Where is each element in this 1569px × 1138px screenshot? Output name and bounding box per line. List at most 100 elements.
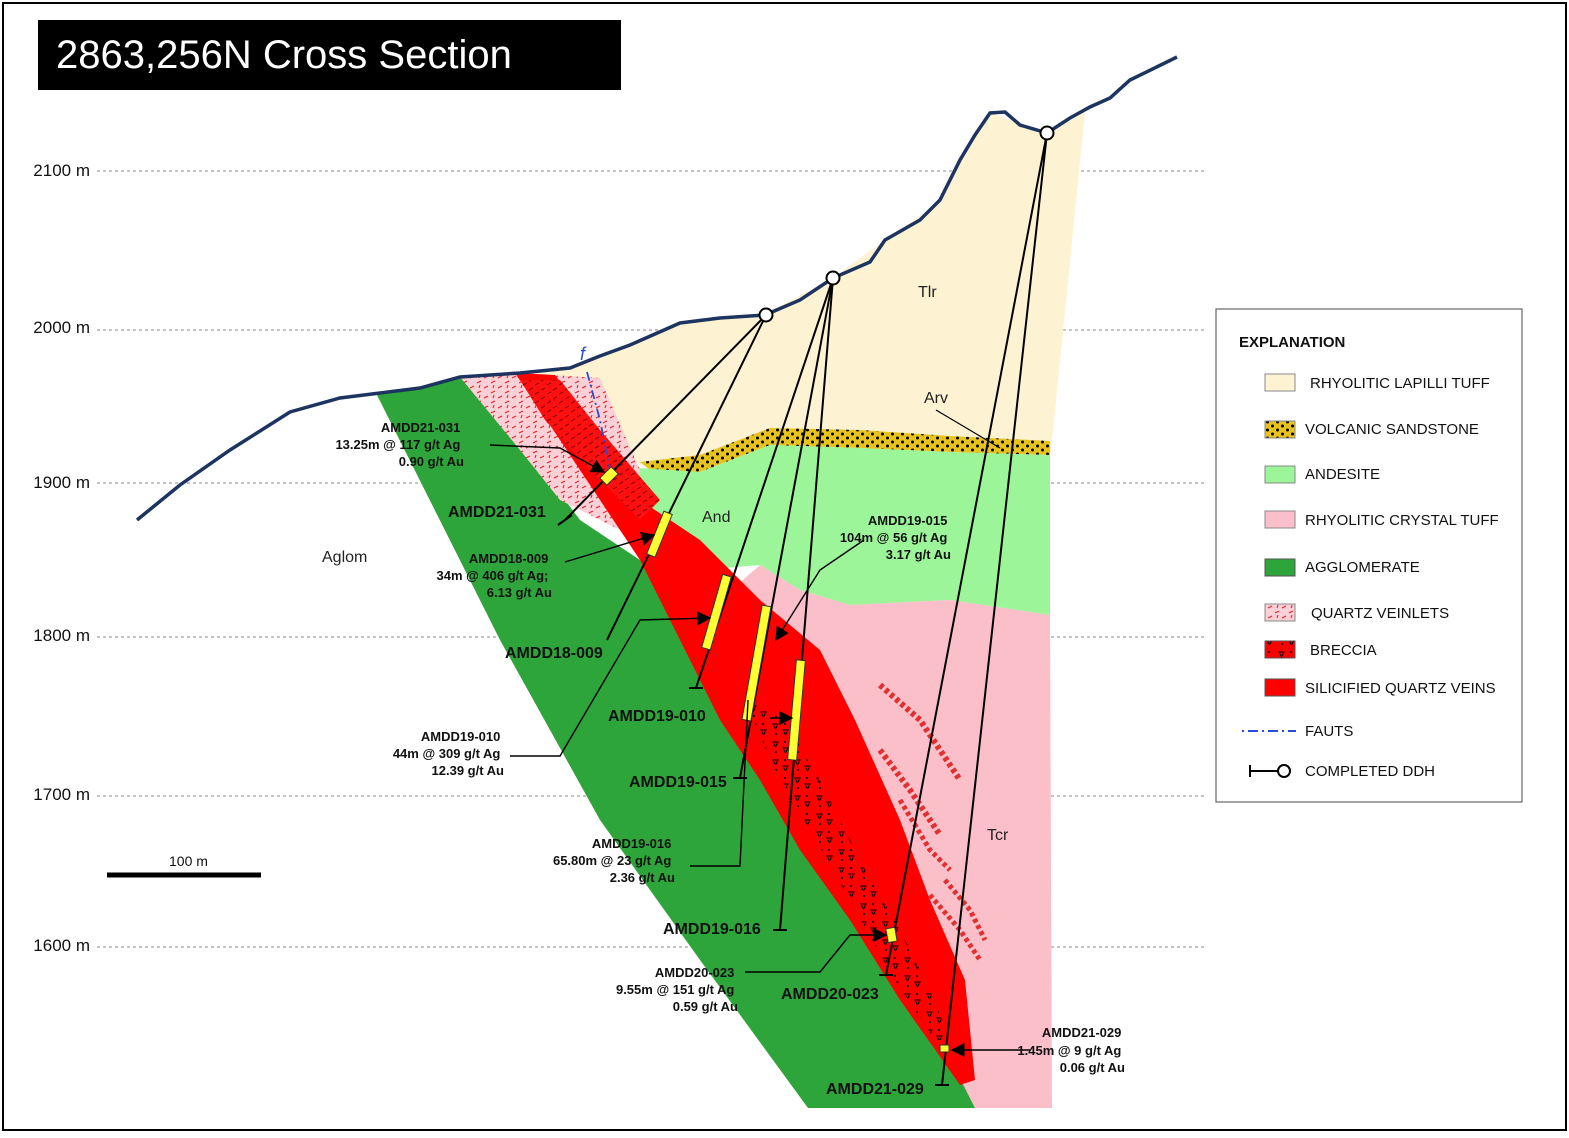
legend-item-veinlets: QUARTZ VEINLETS	[1311, 605, 1449, 622]
assay-annotations: AMDD21-031 13.25m @ 117 g/t Ag 0.90 g/t …	[335, 420, 1125, 1075]
collar-marker	[825, 270, 841, 286]
legend-item-andesite: ANDESITE	[1305, 466, 1380, 483]
hole-label-amdd19-016: AMDD19-016	[663, 921, 761, 938]
unit-label-aglom: Aglom	[322, 549, 367, 566]
mineralized-intercepts	[599, 466, 950, 1053]
annotation-grade-au: 0.06 g/t Au	[1060, 1060, 1125, 1075]
leader-arv	[935, 409, 1001, 449]
annotation-amdd19-016: AMDD19-016 65.80m @ 23 g/t Ag 2.36 g/t A…	[553, 836, 675, 885]
legend-swatch-silicified-veins	[1264, 678, 1296, 697]
leader-amdd20-023	[745, 928, 888, 973]
annotation-grade-au: 0.59 g/t Au	[673, 999, 738, 1014]
legend-item-breccia: BRECCIA	[1310, 642, 1377, 659]
veinlet-strand-1	[878, 682, 963, 782]
scale-bar: 100 m	[107, 853, 261, 878]
legend-item-sandstone: VOLCANIC SANDSTONE	[1305, 421, 1479, 438]
hole-trace-amdd20-023	[885, 132, 1048, 976]
hole-trace-amdd18-009	[606, 314, 767, 641]
elevation-label-1700: 1700 m	[33, 785, 90, 804]
annotation-grade-ag: 65.80m @ 23 g/t Ag	[553, 853, 671, 868]
leader-amdd18-009	[564, 531, 656, 563]
intercept-amdd19-016	[787, 659, 806, 761]
annotation-grade-au: 3.17 g/t Au	[886, 547, 951, 562]
hole-label-amdd20-023: AMDD20-023	[781, 986, 879, 1003]
hole-label-amdd21-031: AMDD21-031	[448, 504, 546, 521]
unit-breccia	[745, 700, 950, 1040]
annotation-hole: AMDD19-015	[868, 513, 947, 528]
veinlet-zone-upper	[520, 380, 660, 520]
title-block: 2863,256N Cross Section	[38, 20, 621, 90]
collar-marker	[758, 307, 774, 323]
hole-trace-amdd21-029	[941, 132, 1048, 1086]
elevation-label-2100: 2100 m	[33, 161, 90, 180]
unit-label-tlr: Tlr	[918, 284, 937, 301]
unit-labels: Tlr Arv And Aglom Tcr	[322, 284, 1009, 844]
annotation-hole: AMDD19-010	[421, 729, 500, 744]
annotation-amdd21-029: AMDD21-029 1.45m @ 9 g/t Ag 0.06 g/t Au	[1017, 1025, 1125, 1075]
legend: EXPLANATION RHYOLITIC LAPILLI TUFF VOLCA…	[1215, 308, 1523, 803]
elevation-label-1900: 1900 m	[33, 473, 90, 492]
annotation-grade-au: 12.39 g/t Au	[432, 763, 505, 778]
hole-trace-amdd19-016	[779, 277, 834, 931]
fault-symbol: f	[580, 344, 587, 364]
annotation-hole: AMDD19-016	[592, 836, 671, 851]
intercept-amdd19-010	[701, 573, 732, 651]
elevation-label-1600: 1600 m	[33, 936, 90, 955]
annotation-hole: AMDD21-029	[1042, 1025, 1121, 1040]
annotation-amdd21-031: AMDD21-031 13.25m @ 117 g/t Ag 0.90 g/t …	[335, 420, 464, 469]
annotation-grade-au: 6.13 g/t Au	[487, 585, 552, 600]
fault-line	[586, 371, 611, 471]
annotation-grade-ag: 1.45m @ 9 g/t Ag	[1017, 1043, 1121, 1058]
leader-amdd19-015	[775, 539, 865, 642]
annotation-hole: AMDD18-009	[469, 551, 548, 566]
page-title: 2863,256N Cross Section	[56, 33, 512, 77]
legend-item-silicified-veins: SILICIFIED QUARTZ VEINS	[1305, 680, 1496, 697]
hole-label-amdd19-015: AMDD19-015	[629, 774, 727, 791]
elevation-label-2000: 2000 m	[33, 318, 90, 337]
annotation-amdd19-015: AMDD19-015 104m @ 56 g/t Ag 3.17 g/t Au	[840, 513, 951, 562]
legend-swatch-ddh-collar	[1277, 764, 1291, 778]
topography-line	[135, 55, 1178, 522]
annotation-amdd19-010: AMDD19-010 44m @ 309 g/t Ag 12.39 g/t Au	[393, 729, 504, 778]
annotation-grade-ag: 104m @ 56 g/t Ag	[840, 530, 948, 545]
title-background	[38, 20, 621, 90]
scale-bar-label: 100 m	[169, 853, 208, 869]
annotation-grade-au: 2.36 g/t Au	[610, 870, 675, 885]
legend-item-fault: FAUTS	[1305, 723, 1353, 740]
intercept-amdd21-031	[599, 466, 619, 486]
veinlet-strand-2	[877, 748, 943, 837]
legend-item-ddh: COMPLETED DDH	[1305, 763, 1435, 780]
legend-swatch-sandstone	[1264, 420, 1296, 439]
unit-label-tcr: Tcr	[987, 827, 1009, 844]
collar-marker	[1039, 125, 1055, 141]
unit-andesite	[520, 415, 1050, 615]
legend-swatch-crystal-tuff	[1264, 510, 1296, 529]
unit-label-arv: Arv	[924, 390, 948, 407]
unit-label-and: And	[702, 509, 730, 526]
legend-swatch-andesite	[1264, 465, 1296, 484]
hole-trace-amdd21-031	[564, 314, 767, 521]
annotation-leaders	[489, 444, 1030, 1057]
hole-label-amdd21-029: AMDD21-029	[826, 1081, 924, 1098]
legend-item-lapilli-tuff: RHYOLITIC LAPILLI TUFF	[1310, 375, 1490, 392]
hole-end-ticks	[557, 514, 949, 1086]
annotation-grade-ag: 34m @ 406 g/t Ag;	[436, 568, 548, 583]
annotation-hole: AMDD20-023	[655, 965, 734, 980]
legend-item-crystal-tuff: RHYOLITIC CRYSTAL TUFF	[1305, 512, 1499, 529]
hole-labels: AMDD21-031 AMDD18-009 AMDD19-010 AMDD19-…	[448, 504, 924, 1098]
annotation-grade-au: 0.90 g/t Au	[399, 454, 464, 469]
annotation-grade-ag: 9.55m @ 151 g/t Ag	[616, 982, 734, 997]
legend-swatch-veinlets	[1264, 603, 1296, 622]
annotation-amdd18-009: AMDD18-009 34m @ 406 g/t Ag; 6.13 g/t Au	[436, 551, 552, 600]
unit-volcanic-sandstone	[640, 428, 1050, 472]
annotation-amdd20-023: AMDD20-023 9.55m @ 151 g/t Ag 0.59 g/t A…	[616, 965, 738, 1014]
leader-amdd19-010	[510, 611, 712, 757]
elevation-label-1800: 1800 m	[33, 626, 90, 645]
hole-end-tick	[557, 514, 573, 526]
hole-label-amdd19-010: AMDD19-010	[608, 708, 706, 725]
hole-label-amdd18-009: AMDD18-009	[505, 645, 603, 662]
fault: f	[580, 344, 611, 471]
